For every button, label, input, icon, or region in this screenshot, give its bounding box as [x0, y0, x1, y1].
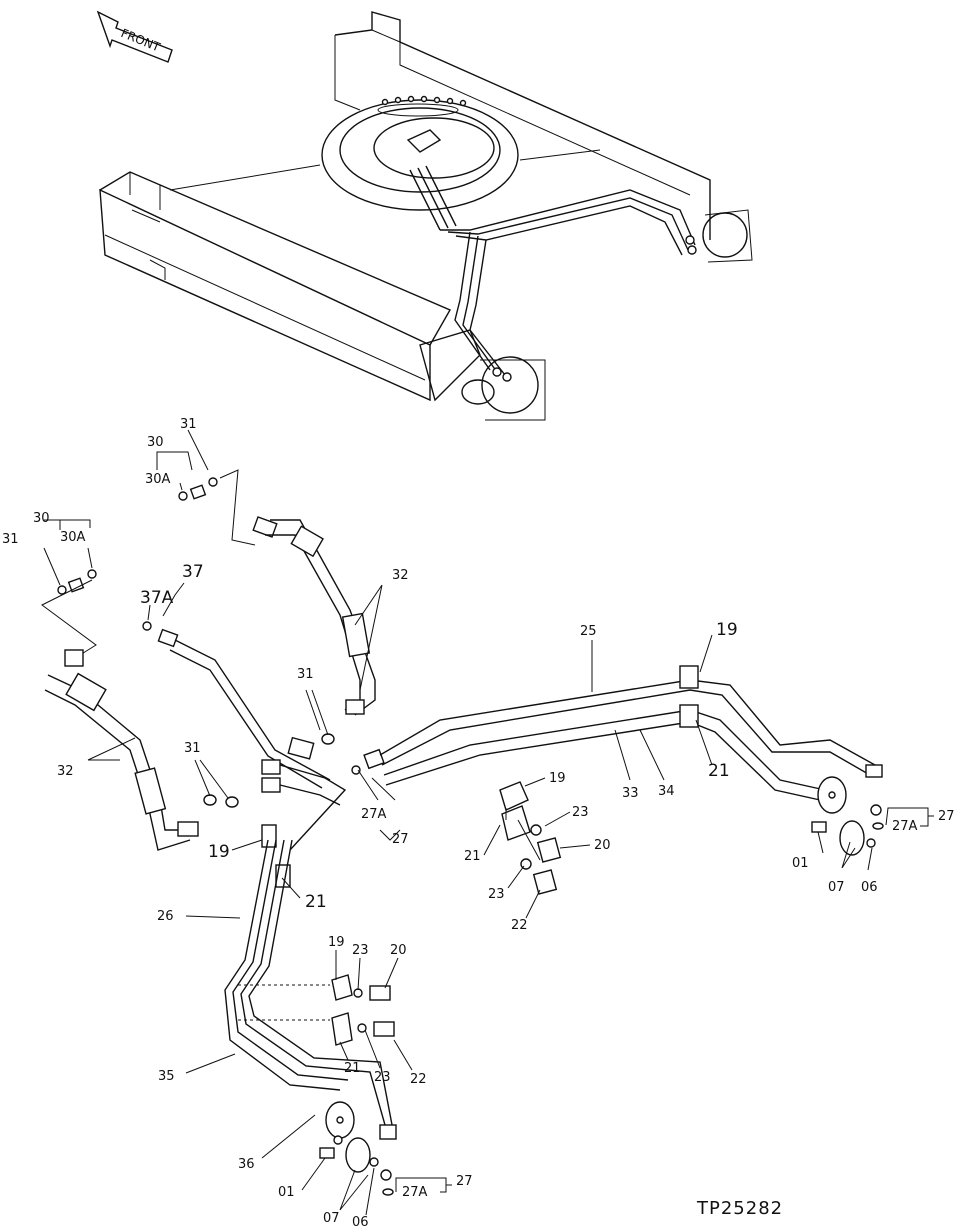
callout-31-mid: 31: [297, 667, 314, 682]
callout-37a: 37A: [140, 588, 174, 608]
leader-lines: [43, 429, 934, 1216]
callout-23-low2: 23: [374, 1070, 391, 1085]
callout-06-low: 06: [352, 1215, 369, 1230]
callout-27-low: 27: [456, 1174, 473, 1189]
drawing-number: TP25282: [696, 1198, 783, 1219]
callout-27-mid: 27: [392, 832, 409, 847]
callout-31-left: 31: [2, 532, 19, 547]
callout-23-mid: 23: [572, 805, 589, 820]
callout-26: 26: [157, 909, 174, 924]
callout-30-top: 30: [147, 435, 164, 450]
callout-23-mid2: 23: [488, 887, 505, 902]
callout-21-mid: 21: [464, 849, 481, 864]
callout-20-low: 20: [390, 943, 407, 958]
callout-32-left: 32: [57, 764, 74, 779]
callout-30a-top: 30A: [145, 472, 171, 487]
callout-20-mid: 20: [594, 838, 611, 853]
callout-32-right: 32: [392, 568, 409, 583]
callout-27a-low: 27A: [402, 1185, 428, 1200]
callout-34: 34: [658, 784, 675, 799]
front-label: FRONT: [119, 26, 163, 55]
callout-07-low: 07: [323, 1211, 340, 1226]
callout-19-left: 19: [208, 842, 230, 862]
callout-22-mid: 22: [511, 918, 528, 933]
callout-36: 36: [238, 1157, 255, 1172]
callout-21-right: 21: [708, 761, 730, 781]
callout-21-low: 21: [344, 1061, 361, 1076]
callout-31-top: 31: [180, 417, 197, 432]
callout-01-low: 01: [278, 1185, 295, 1200]
callout-22-low: 22: [410, 1072, 427, 1087]
callout-06-right: 06: [861, 880, 878, 895]
callout-25: 25: [580, 624, 597, 639]
callout-27a-mid: 27A: [361, 807, 387, 822]
callout-31-lower: 31: [184, 741, 201, 756]
track-frame-illustration: [99, 11, 753, 421]
callout-30-left: 30: [33, 511, 50, 526]
hose-assembly-illustration: [41, 469, 884, 1196]
callout-labels: 30 31 30A 30 30A 31 37 37A 32 32 31 31 2…: [2, 417, 955, 1230]
callout-19-low: 19: [328, 935, 345, 950]
callout-27a-right: 27A: [892, 819, 918, 834]
callout-37: 37: [182, 562, 204, 582]
callout-19-right: 19: [716, 620, 738, 640]
callout-23-low: 23: [352, 943, 369, 958]
callout-07-right: 07: [828, 880, 845, 895]
callout-27-right: 27: [938, 809, 955, 824]
callout-35: 35: [158, 1069, 175, 1084]
front-arrow-icon: FRONT: [96, 10, 173, 63]
callout-19-mid: 19: [549, 771, 566, 786]
callout-21-left: 21: [305, 892, 327, 912]
callout-01-right: 01: [792, 856, 809, 871]
callout-30a-left: 30A: [60, 530, 86, 545]
callout-33: 33: [622, 786, 639, 801]
